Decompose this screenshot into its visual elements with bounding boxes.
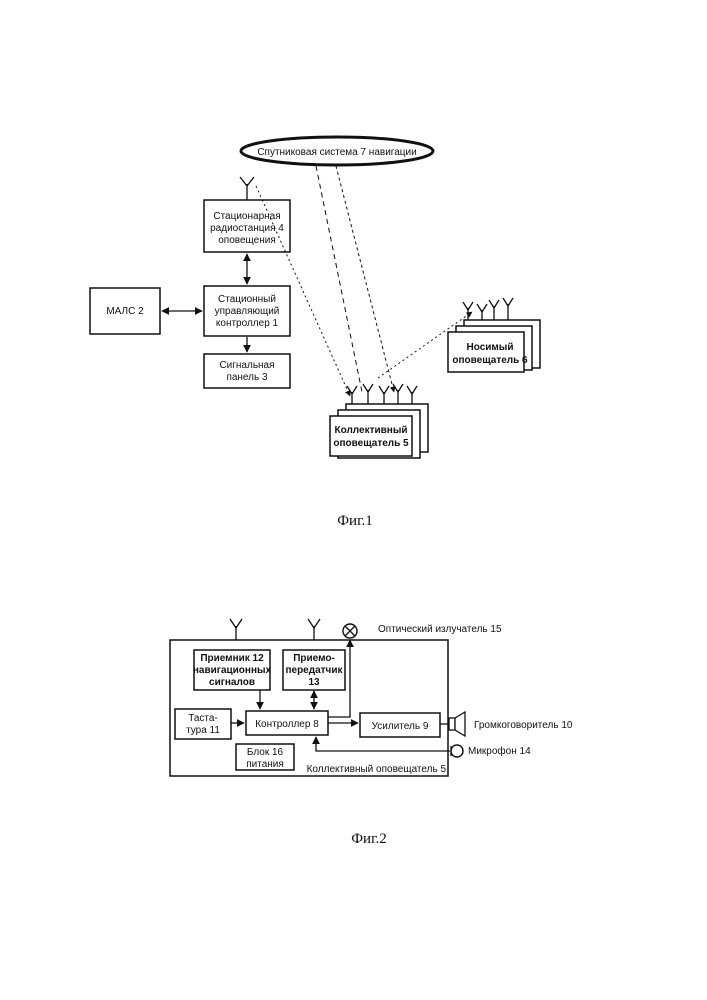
wearable-label-1: Носимый xyxy=(467,342,514,353)
transceiver-label-2: передатчик xyxy=(285,665,343,676)
satellite-label: Спутниковая система 7 навигации xyxy=(257,147,416,158)
antenna-icon xyxy=(240,177,254,200)
collective-label-2: оповещатель 5 xyxy=(333,438,409,449)
controller-label-2: управляющий xyxy=(215,306,280,317)
collective-enclosure-label: Коллективный оповещатель 5 xyxy=(307,764,447,775)
antenna-icon xyxy=(347,384,417,404)
optical-emitter-label: Оптический излучатель 15 xyxy=(378,624,502,635)
collective-label-1: Коллективный xyxy=(334,425,407,436)
transceiver-label-3: 13 xyxy=(308,677,320,688)
wearable-label-2: оповещатель 6 xyxy=(452,355,528,366)
antenna-icon xyxy=(463,298,513,320)
loudspeaker-icon xyxy=(449,712,465,736)
controller-8-label: Контроллер 8 xyxy=(255,719,319,730)
keyboard-label-2: тура 11 xyxy=(186,725,220,736)
optical-emitter-icon xyxy=(343,624,357,638)
mals-label: МАЛС 2 xyxy=(106,306,144,317)
satellite-to-collective-link-2 xyxy=(316,166,362,392)
power-unit-label-2: питания xyxy=(246,759,284,770)
controller-label-1: Стационный xyxy=(218,294,276,305)
figure-1-caption: Фиг.1 xyxy=(337,513,373,529)
figure-2: Коллективный оповещатель 5 Оптический из… xyxy=(170,619,573,847)
figure-2-caption: Фиг.2 xyxy=(351,831,387,847)
receiver-label-1: Приемник 12 xyxy=(200,653,264,664)
controller-label-3: контроллер 1 xyxy=(216,318,279,329)
antenna-icon xyxy=(230,619,242,640)
satellite-to-collective-link-1 xyxy=(336,166,394,392)
antenna-icon xyxy=(308,619,320,640)
signal-panel-label-2: панель 3 xyxy=(226,372,268,383)
figure-1: Спутниковая система 7 навигации Стациона… xyxy=(90,137,540,529)
receiver-label-3: сигналов xyxy=(209,677,255,688)
wearable-announcer-stack: Носимый оповещатель 6 xyxy=(448,298,540,372)
radio-station-label-3: оповещения xyxy=(218,235,276,246)
loudspeaker-label: Громкоговоритель 10 xyxy=(474,720,573,731)
power-unit-label-1: Блок 16 xyxy=(247,747,284,758)
amplifier-label: Усилитель 9 xyxy=(372,721,429,732)
signal-panel-label-1: Сигнальная xyxy=(219,360,274,371)
receiver-label-2: навигационных xyxy=(193,665,272,676)
collective-announcer-stack: Коллективный оповещатель 5 xyxy=(330,384,428,458)
radio-station-label-1: Стационарная xyxy=(213,211,280,222)
microphone-icon xyxy=(451,745,463,757)
transceiver-label-1: Приемо- xyxy=(293,653,335,664)
radio-station-label-2: радиостанция 4 xyxy=(210,223,284,234)
microphone-label: Микрофон 14 xyxy=(468,745,531,757)
microphone-controller-link xyxy=(316,737,450,751)
keyboard-label-1: Таста- xyxy=(188,713,218,724)
